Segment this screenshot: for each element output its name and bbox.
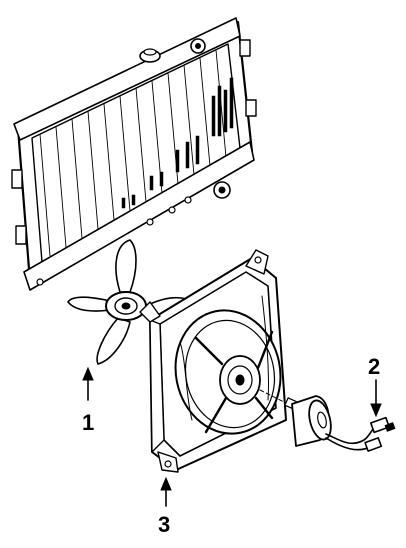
- fan-shroud: [139, 249, 291, 473]
- callout-1: 1: [82, 366, 94, 435]
- callout-3-label: 3: [158, 512, 170, 537]
- callout-2-label: 2: [368, 354, 380, 379]
- callout-2: 2: [368, 354, 382, 418]
- fan-motor: [284, 395, 396, 452]
- callout-1-label: 1: [82, 410, 94, 435]
- callout-2-arrowhead: [370, 403, 382, 418]
- callout-3: 3: [158, 476, 172, 537]
- radiator: [11, 17, 257, 291]
- callout-1-arrowhead: [82, 366, 94, 381]
- callout-3-arrowhead: [160, 476, 172, 491]
